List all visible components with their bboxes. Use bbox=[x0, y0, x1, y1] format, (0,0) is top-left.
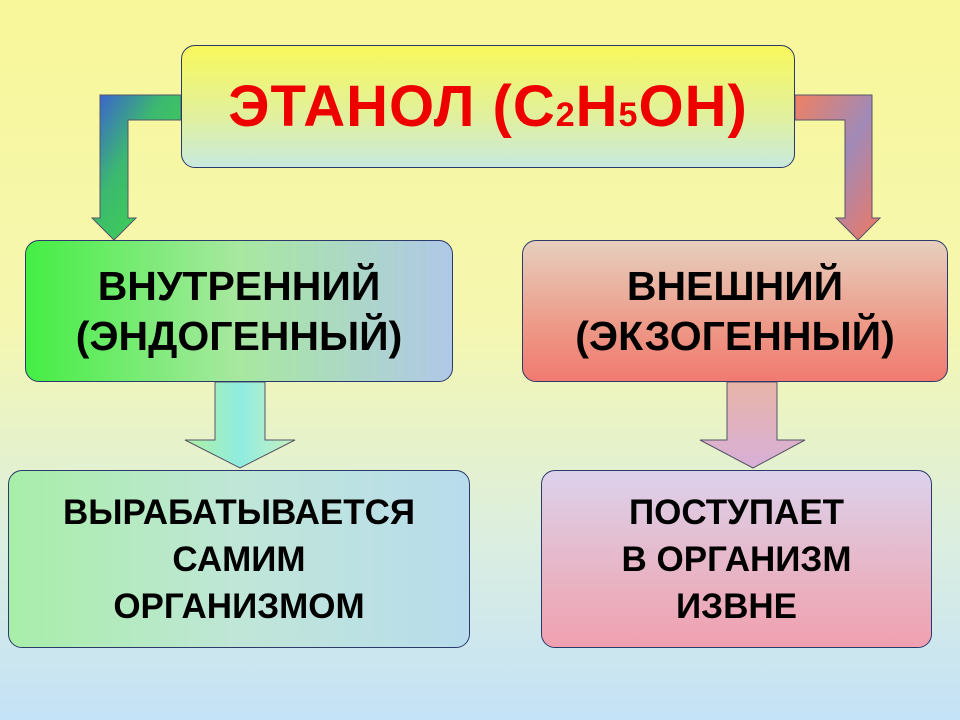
endogenous-sublabel: (ЭНДОГЕННЫЙ) bbox=[75, 313, 403, 359]
endogenous-label: ВНУТРЕННИЙ bbox=[97, 263, 381, 309]
description-line: ИЗВНЕ bbox=[676, 586, 797, 626]
description-line: ОРГАНИЗМОМ bbox=[113, 586, 365, 626]
ethanol-title-box: ЭТАНОЛ (C2H5OH) bbox=[181, 45, 795, 168]
down-arrow-right bbox=[699, 381, 806, 469]
description-line: ПОСТУПАЕТ bbox=[628, 492, 845, 532]
exogenous-description-box: ПОСТУПАЕТ В ОРГАНИЗМ ИЗВНЕ bbox=[541, 470, 932, 648]
endogenous-description-box: ВЫРАБАТЫВАЕТСЯ САМИМ ОРГАНИЗМОМ bbox=[8, 470, 470, 648]
endogenous-box: ВНУТРЕННИЙ (ЭНДОГЕННЫЙ) bbox=[25, 240, 453, 382]
exogenous-sublabel: (ЭКЗОГЕННЫЙ) bbox=[575, 313, 895, 359]
title-text: ЭТАНОЛ (C2H5OH) bbox=[228, 74, 748, 139]
exogenous-box: ВНЕШНИЙ (ЭКЗОГЕННЫЙ) bbox=[522, 240, 948, 382]
down-arrow-left bbox=[184, 381, 296, 469]
elbow-arrow-right bbox=[794, 94, 882, 241]
exogenous-label: ВНЕШНИЙ bbox=[626, 263, 844, 309]
description-line: В ОРГАНИЗМ bbox=[621, 539, 852, 579]
elbow-arrow-left bbox=[90, 94, 182, 241]
description-line: САМИМ bbox=[172, 539, 306, 579]
description-line: ВЫРАБАТЫВАЕТСЯ bbox=[62, 492, 416, 532]
